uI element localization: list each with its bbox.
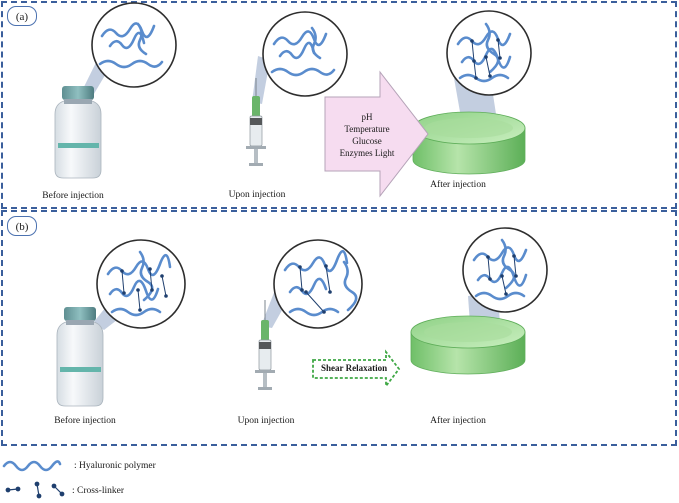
network-circle-b3 xyxy=(462,227,548,313)
shear-relaxation-label: Shear Relaxation xyxy=(321,363,388,373)
stimuli-arrow xyxy=(324,70,429,198)
panel-a xyxy=(1,1,677,209)
stimuli-list: pH Temperature Glucose Enzymes Light xyxy=(322,111,412,159)
polymer-circle-a2 xyxy=(262,11,348,97)
caption-b-upon: Upon injection xyxy=(237,416,295,426)
caption-b-before: Before injection xyxy=(54,416,116,426)
legend-polymer-icon xyxy=(2,460,62,472)
caption-a-upon: Upon injection xyxy=(228,190,286,200)
legend-polymer-label: : Hyaluronic polymer xyxy=(74,461,156,471)
legend-crosslinker-label: : Cross-linker xyxy=(72,486,124,496)
stimulus-ph: pH xyxy=(361,112,373,122)
stimulus-temperature: Temperature xyxy=(344,124,390,134)
network-circle-b2 xyxy=(273,239,363,329)
panel-a-label: (a) xyxy=(7,6,37,26)
gel-b xyxy=(410,292,526,375)
stimulus-glucose: Glucose xyxy=(352,136,382,146)
caption-a-before: Before injection xyxy=(42,191,104,201)
syringe-a xyxy=(246,56,270,166)
panel-b xyxy=(1,210,677,446)
network-circle-b1 xyxy=(96,239,186,329)
legend-crosslinker-icon xyxy=(5,481,65,499)
gel-a xyxy=(412,75,526,175)
network-circle-a3 xyxy=(446,10,532,96)
caption-a-after: After injection xyxy=(430,180,486,190)
stimulus-enzymes-light: Enzymes Light xyxy=(339,148,395,158)
shear-relaxation-arrow xyxy=(312,349,401,389)
caption-b-after: After injection xyxy=(430,416,486,426)
polymer-circle-a1 xyxy=(91,2,177,88)
panel-b-label: (b) xyxy=(7,216,37,236)
